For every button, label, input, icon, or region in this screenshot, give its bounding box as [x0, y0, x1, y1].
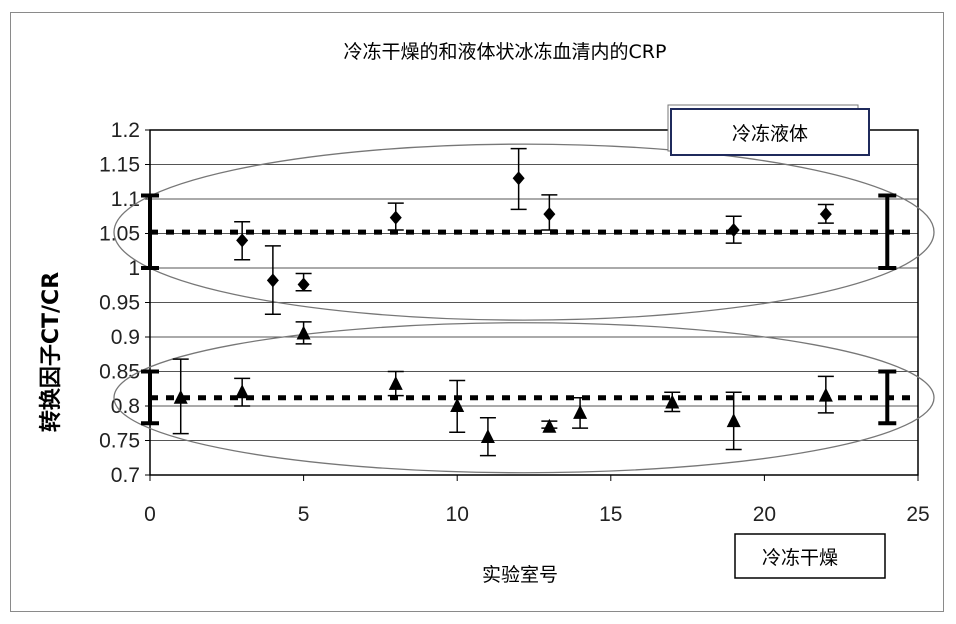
legend-liquid-label: 冷冻液体: [732, 123, 808, 145]
y-tick-label: 0.75: [99, 430, 140, 453]
legend-liquid: 冷冻液体: [667, 104, 870, 156]
x-tick-label: 25: [906, 503, 929, 526]
y-tick-label: 0.7: [111, 464, 140, 487]
x-axis-label: 实验室号: [482, 564, 558, 586]
data-point-triangle: [573, 404, 588, 419]
range-bars: [141, 193, 897, 426]
x-tick-label: 10: [446, 503, 469, 526]
data-point-diamond: [297, 277, 310, 292]
x-tick-label: 0: [144, 503, 156, 526]
data-point-diamond: [389, 210, 402, 225]
y-tick-labels: 0.7 0.75 0.8 0.85 0.9 0.95 1 1.05 1.1 1.15 1.2: [99, 119, 140, 487]
data-point-triangle: [235, 384, 250, 399]
y-tick-label: 0.9: [111, 326, 140, 349]
legend-freeze-dried: 冷冻干燥: [734, 533, 886, 579]
group-ellipses: [113, 143, 935, 474]
data-point-triangle: [818, 387, 833, 402]
data-point-diamond: [512, 171, 525, 186]
grid-lines: [145, 129, 919, 481]
group-ellipse: [113, 143, 935, 321]
y-tick-label: 0.95: [99, 292, 140, 315]
y-tick-label: 1.15: [99, 154, 140, 177]
y-tick-label: 1.2: [111, 119, 140, 142]
data-point-triangle: [173, 389, 188, 404]
plot-area: [149, 129, 919, 476]
y-tick-label: 1.05: [99, 223, 140, 246]
data-point-diamond: [727, 223, 740, 238]
y-tick-label: 0.8: [111, 395, 140, 418]
y-tick-label: 1.1: [111, 188, 140, 211]
x-tick-label: 5: [298, 503, 310, 526]
y-axis-label: 转换因子CT/CR: [38, 272, 64, 432]
data-point-triangle: [450, 398, 465, 412]
data-point-triangle: [726, 413, 741, 428]
chart-title: 冷冻干燥的和液体状冰冻血清内的CRP: [344, 41, 667, 63]
data-point-triangle: [388, 375, 403, 390]
mean-lines: [150, 229, 918, 401]
data-point-diamond: [236, 233, 249, 248]
data-markers: [173, 171, 833, 444]
y-tick-label: 1: [128, 257, 140, 280]
data-point-diamond: [266, 273, 279, 288]
y-tick-label: 0.85: [99, 361, 140, 384]
group-ellipse: [113, 322, 935, 474]
data-point-triangle: [480, 429, 495, 444]
data-point-diamond: [543, 207, 556, 222]
data-point-diamond: [819, 207, 832, 222]
data-point-triangle: [542, 418, 557, 433]
x-tick-label: 20: [753, 503, 776, 526]
x-tick-labels: 0 5 10 15 20 25: [144, 503, 930, 526]
legend-freeze-dried-label: 冷冻干燥: [762, 547, 838, 569]
data-point-triangle: [296, 325, 311, 340]
x-tick-label: 15: [599, 503, 622, 526]
data-point-triangle: [665, 394, 680, 409]
